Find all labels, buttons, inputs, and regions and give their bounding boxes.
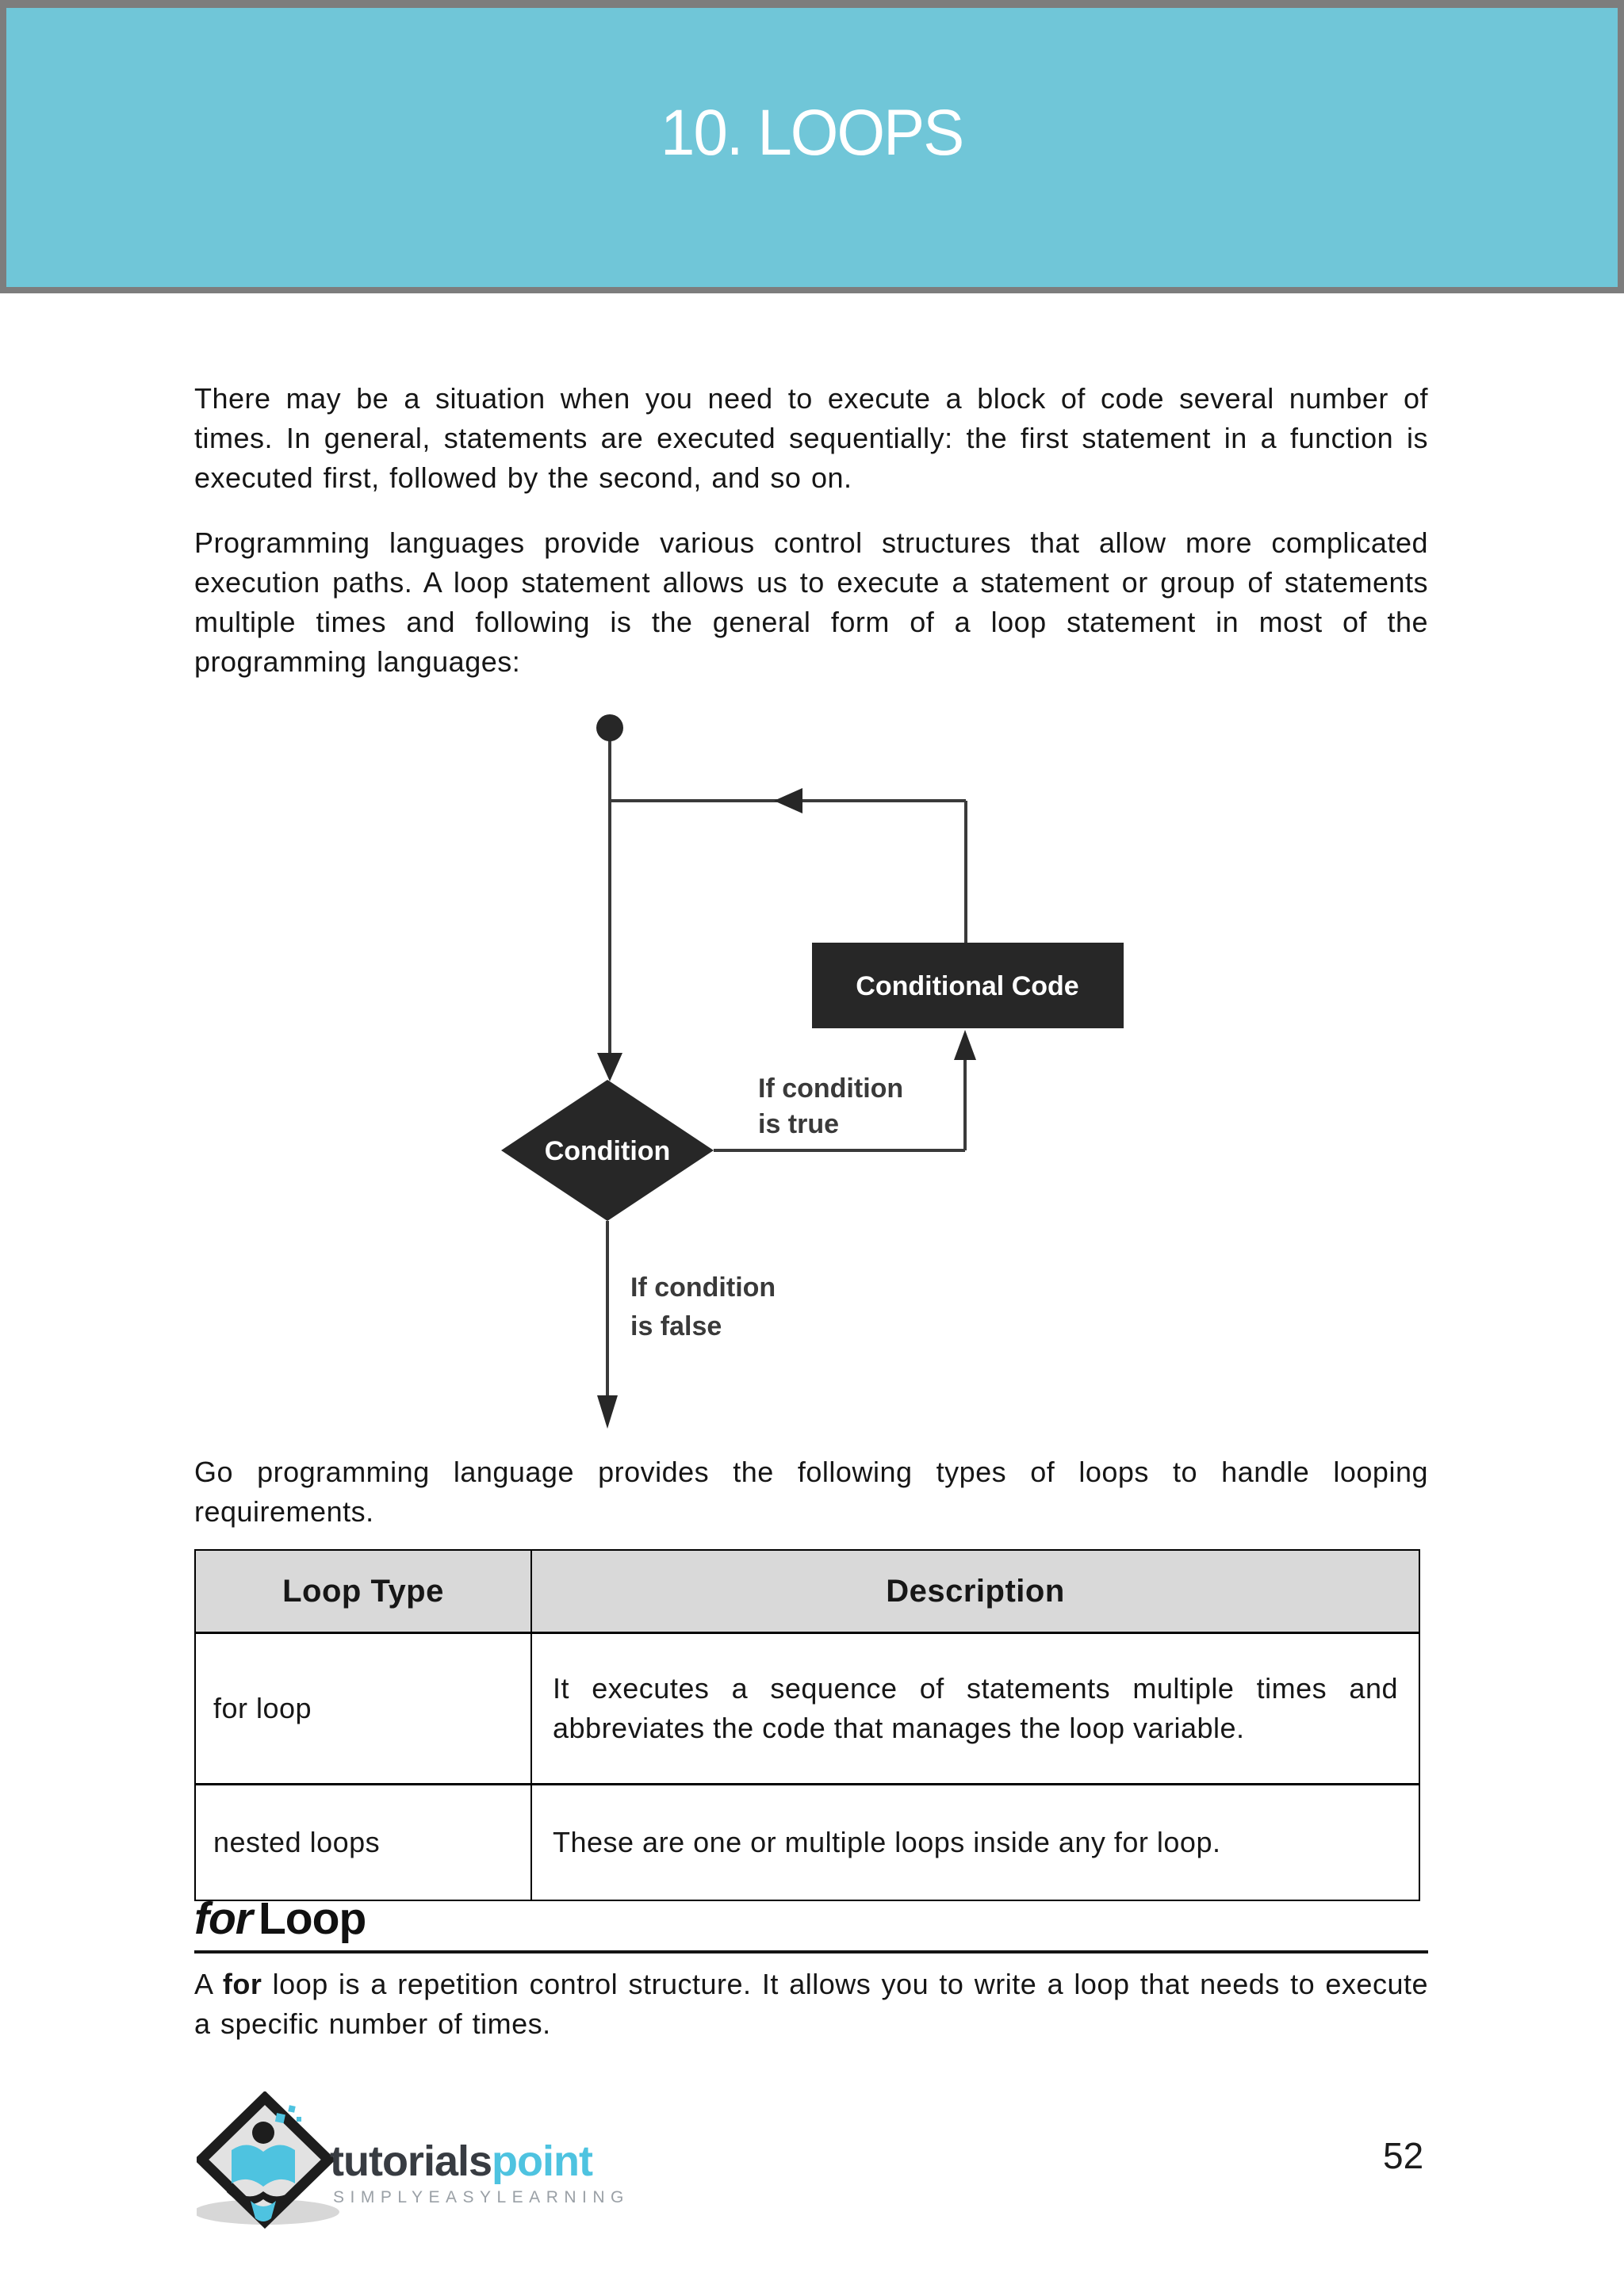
logo-sparkle bbox=[297, 2117, 301, 2122]
logo-word-tutorials: tutorials bbox=[330, 2137, 492, 2185]
for-loop-text-block: A for loop is a repetition control struc… bbox=[194, 1965, 1428, 2069]
flowchart-shapes bbox=[501, 714, 1124, 1429]
logo-tagline: SIMPLYEASYLEARNING bbox=[333, 2188, 630, 2206]
page-number: 52 bbox=[1383, 2135, 1424, 2176]
arrowhead-exit-bottom bbox=[597, 1395, 618, 1429]
loop-types-table: Loop Type Description for loop It execut… bbox=[194, 1549, 1420, 1901]
cell-description: These are one or multiple loops inside a… bbox=[530, 1783, 1420, 1901]
header-description: Description bbox=[530, 1549, 1420, 1634]
loop-flowchart-diagram: Conditional Code Condition If condition … bbox=[501, 714, 1124, 1429]
loops-types-text-block: Go programming language provides the fol… bbox=[194, 1452, 1428, 1557]
condition-label: Condition bbox=[545, 1136, 671, 1166]
arrowhead-into-code-box bbox=[954, 1030, 976, 1060]
conditional-code-box bbox=[812, 943, 1124, 1028]
flowchart-connectors bbox=[606, 739, 967, 1395]
if-true-label-line2: is true bbox=[758, 1109, 839, 1139]
logo-sparkle bbox=[288, 2105, 296, 2113]
for-loop-text-rest: loop is a repetition control structure. … bbox=[194, 1968, 1428, 2040]
section-title-loop: Loop bbox=[258, 1893, 366, 1944]
start-node bbox=[596, 714, 623, 741]
tutorialspoint-logo: tutorialspoint SIMPLYEASYLEARNING bbox=[197, 2091, 630, 2229]
cell-loop-type: nested loops bbox=[194, 1783, 532, 1901]
if-true-label-line1: If condition bbox=[758, 1073, 903, 1104]
cell-loop-type: for loop bbox=[194, 1632, 532, 1785]
section-title-for: for bbox=[194, 1893, 253, 1944]
paragraph-control-structures: Programming languages provide various co… bbox=[194, 526, 1428, 678]
logo-word-point: point bbox=[492, 2137, 593, 2185]
for-loop-text-prefix: A bbox=[194, 1968, 223, 2000]
chapter-banner: 10. LOOPS bbox=[6, 8, 1618, 287]
table-row: for loop It executes a sequence of state… bbox=[194, 1632, 1420, 1785]
logo-tail bbox=[251, 2201, 276, 2221]
paragraph-for-loop: A for loop is a repetition control struc… bbox=[194, 1965, 1428, 2044]
conditional-code-label: Conditional Code bbox=[856, 971, 1078, 1001]
logo-person-head bbox=[252, 2122, 274, 2144]
if-false-label-line1: If condition bbox=[630, 1272, 776, 1303]
logo-book-icon bbox=[227, 2105, 301, 2221]
paragraph-sequential-execution: There may be a situation when you need t… bbox=[194, 382, 1428, 494]
intro-text-block: There may be a situation when you need t… bbox=[194, 379, 1428, 707]
header-loop-type: Loop Type bbox=[194, 1549, 532, 1634]
arrowhead-into-condition bbox=[597, 1053, 622, 1081]
chapter-banner-frame: 10. LOOPS bbox=[0, 0, 1624, 293]
table-row: nested loops These are one or multiple l… bbox=[194, 1783, 1420, 1901]
cell-description: It executes a sequence of statements mul… bbox=[530, 1632, 1420, 1785]
if-false-label-line2: is false bbox=[630, 1311, 722, 1341]
for-loop-text-bold: for bbox=[222, 1968, 262, 2000]
logo-wordmark: tutorialspoint bbox=[330, 2137, 593, 2185]
condition-diamond bbox=[501, 1080, 714, 1221]
chapter-title: 10. LOOPS bbox=[661, 97, 964, 169]
logo-book-base bbox=[227, 2185, 300, 2205]
arrowhead-feedback-left bbox=[774, 788, 802, 813]
table-header-row: Loop Type Description bbox=[194, 1549, 1420, 1634]
logo-open-book bbox=[232, 2145, 295, 2187]
logo-sparkle bbox=[274, 2113, 285, 2124]
paragraph-loop-types: Go programming language provides the fol… bbox=[194, 1456, 1428, 1528]
